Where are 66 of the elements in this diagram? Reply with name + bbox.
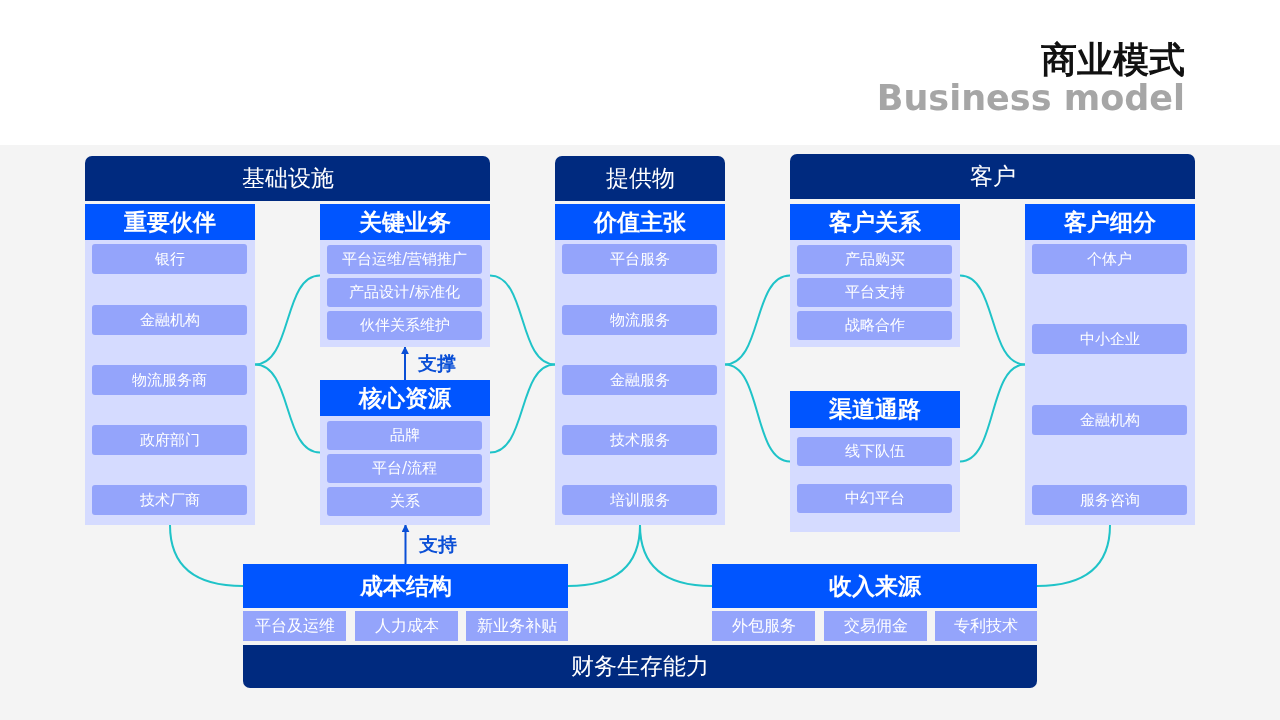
item-tag: 人力成本 <box>355 611 458 641</box>
item-tag: 专利技术 <box>935 611 1037 641</box>
item-tag: 个体户 <box>1032 244 1187 274</box>
edge-label: 支持 <box>418 531 457 557</box>
header-bar: 关键业务 <box>320 204 490 240</box>
item-tag: 交易佣金 <box>824 611 927 641</box>
column-panel <box>320 204 490 347</box>
connector-curve <box>254 274 321 366</box>
section-band: 财务生存能力 <box>243 645 1037 688</box>
connector-curve <box>724 363 791 463</box>
item-tag: 伙伴关系维护 <box>327 310 482 340</box>
column-panel <box>555 204 725 525</box>
item-tag: 战略合作 <box>797 310 952 340</box>
item-tag: 关系 <box>327 486 482 516</box>
item-tag: 中小企业 <box>1032 324 1187 354</box>
column-panel <box>320 380 490 525</box>
connector-curve <box>639 524 713 587</box>
item-tag: 技术厂商 <box>92 485 247 515</box>
item-tag: 产品设计/标准化 <box>327 277 482 307</box>
item-tag: 培训服务 <box>562 485 717 515</box>
item-tag: 技术服务 <box>562 425 717 455</box>
item-tag: 物流服务商 <box>92 365 247 395</box>
column-panel <box>790 391 960 532</box>
item-tag: 新业务补贴 <box>466 611 568 641</box>
connector-curve <box>489 363 556 454</box>
item-tag: 金融机构 <box>1032 405 1187 435</box>
connector-curve <box>724 274 791 366</box>
arrow <box>401 524 410 565</box>
item-tag: 金融服务 <box>562 365 717 395</box>
arrow <box>401 346 409 381</box>
connector-curve <box>959 274 1026 366</box>
connector-curve <box>254 363 321 454</box>
item-tag: 品牌 <box>327 420 482 450</box>
header-bar: 客户关系 <box>790 204 960 240</box>
connector-curve <box>169 524 244 587</box>
connector-curve <box>1036 524 1111 587</box>
column-panel <box>85 204 255 525</box>
section-band: 客户 <box>790 154 1195 199</box>
connector-curve <box>959 363 1026 463</box>
item-tag: 政府部门 <box>92 425 247 455</box>
item-tag: 金融机构 <box>92 305 247 335</box>
item-tag: 外包服务 <box>712 611 815 641</box>
item-tag: 平台支持 <box>797 277 952 307</box>
column-panel <box>1025 204 1195 525</box>
item-tag: 物流服务 <box>562 305 717 335</box>
item-tag: 线下队伍 <box>797 436 952 466</box>
item-tag: 产品购买 <box>797 244 952 274</box>
item-tag: 平台/流程 <box>327 453 482 483</box>
section-band: 基础设施 <box>85 156 490 201</box>
header-bar: 重要伙伴 <box>85 204 255 240</box>
column-panel <box>790 204 960 347</box>
item-tag: 平台及运维 <box>243 611 346 641</box>
header-bar: 渠道通路 <box>790 391 960 428</box>
item-tag: 平台运维/营销推广 <box>327 244 482 274</box>
header-bar: 价值主张 <box>555 204 725 240</box>
header-bar: 客户细分 <box>1025 204 1195 240</box>
header-bar: 核心资源 <box>320 380 490 416</box>
item-tag: 服务咨询 <box>1032 485 1187 515</box>
item-tag: 平台服务 <box>562 244 717 274</box>
header-bar: 收入来源 <box>712 564 1037 608</box>
item-tag: 银行 <box>92 244 247 274</box>
header-bar: 成本结构 <box>243 564 568 608</box>
edge-label: 支撑 <box>418 350 456 376</box>
section-band: 提供物 <box>555 156 725 201</box>
connector-curve <box>489 274 556 366</box>
item-tag: 中幻平台 <box>797 483 952 513</box>
